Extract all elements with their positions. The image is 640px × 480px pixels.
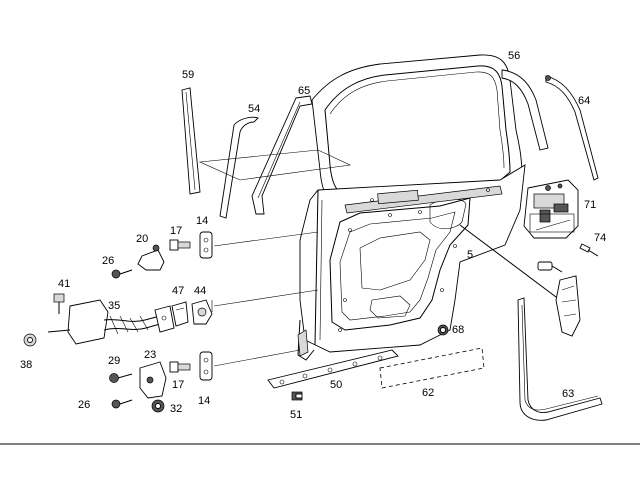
callout-26-lower: 26 — [78, 399, 90, 411]
door-lock-71 — [523, 179, 579, 239]
callout-23: 23 — [144, 349, 156, 361]
callout-74: 74 — [594, 232, 606, 244]
callout-14-lower: 14 — [198, 395, 210, 407]
callout-59: 59 — [182, 69, 194, 81]
callout-68: 68 — [452, 324, 464, 336]
clip-47 — [171, 301, 189, 327]
callout-51: 51 — [290, 409, 302, 421]
bushing-44 — [191, 299, 213, 325]
window-channel-54 — [219, 116, 259, 219]
insulation-sheet-62 — [379, 347, 485, 389]
callout-38: 38 — [20, 359, 32, 371]
callout-29: 29 — [108, 355, 120, 367]
callout-71: 71 — [584, 199, 596, 211]
callout-44: 44 — [194, 285, 206, 297]
screw-74 — [579, 243, 599, 257]
trim-strip-50 — [267, 349, 399, 389]
screw-26-upper — [111, 269, 133, 279]
door-shell — [297, 54, 526, 361]
hinge-bracket-23 — [139, 361, 167, 399]
bolt-41 — [53, 293, 65, 314]
callout-35: 35 — [108, 300, 120, 312]
bolt-17-lower — [169, 361, 191, 373]
bolt-17-upper — [169, 239, 191, 251]
hinge-leaders — [213, 231, 319, 367]
hinge-bracket-20 — [137, 244, 165, 271]
callout-41: 41 — [58, 278, 70, 290]
callout-5: 5 — [467, 249, 473, 261]
callout-64: 64 — [578, 95, 590, 107]
grommet-68 — [437, 324, 449, 336]
callout-14-upper: 14 — [196, 215, 208, 227]
callout-17-upper: 17 — [170, 225, 182, 237]
callout-62: 62 — [422, 387, 434, 399]
hinge-plate-14-upper — [199, 231, 213, 259]
lock-bracket — [459, 224, 581, 337]
screw-29 — [109, 373, 133, 383]
callout-63: 63 — [562, 388, 574, 400]
nut-32 — [151, 399, 165, 413]
callout-47: 47 — [172, 285, 184, 297]
callout-50: 50 — [330, 379, 342, 391]
leader-59 — [198, 149, 352, 181]
callout-26-upper: 26 — [102, 255, 114, 267]
callout-54: 54 — [248, 103, 260, 115]
callout-20: 20 — [136, 233, 148, 245]
clip-51 — [291, 391, 303, 401]
callout-32: 32 — [170, 403, 182, 415]
nut-38 — [23, 333, 37, 347]
seal-strip-63 — [517, 297, 603, 421]
hinge-plate-14-lower — [199, 351, 213, 381]
panel-holes — [338, 188, 490, 332]
weatherstrip-56 — [501, 69, 549, 151]
window-channel-59 — [181, 87, 201, 195]
callout-17-lower: 17 — [172, 379, 184, 391]
weatherstrip-64 — [545, 75, 599, 181]
callout-65: 65 — [298, 85, 310, 97]
callout-56: 56 — [508, 50, 520, 62]
door-check-35 — [47, 299, 175, 345]
window-channel-65 — [251, 95, 313, 215]
screw-26-lower — [111, 399, 133, 409]
callout-labels: 59 54 65 56 64 71 74 5 14 17 20 26 41 35… — [20, 50, 606, 421]
